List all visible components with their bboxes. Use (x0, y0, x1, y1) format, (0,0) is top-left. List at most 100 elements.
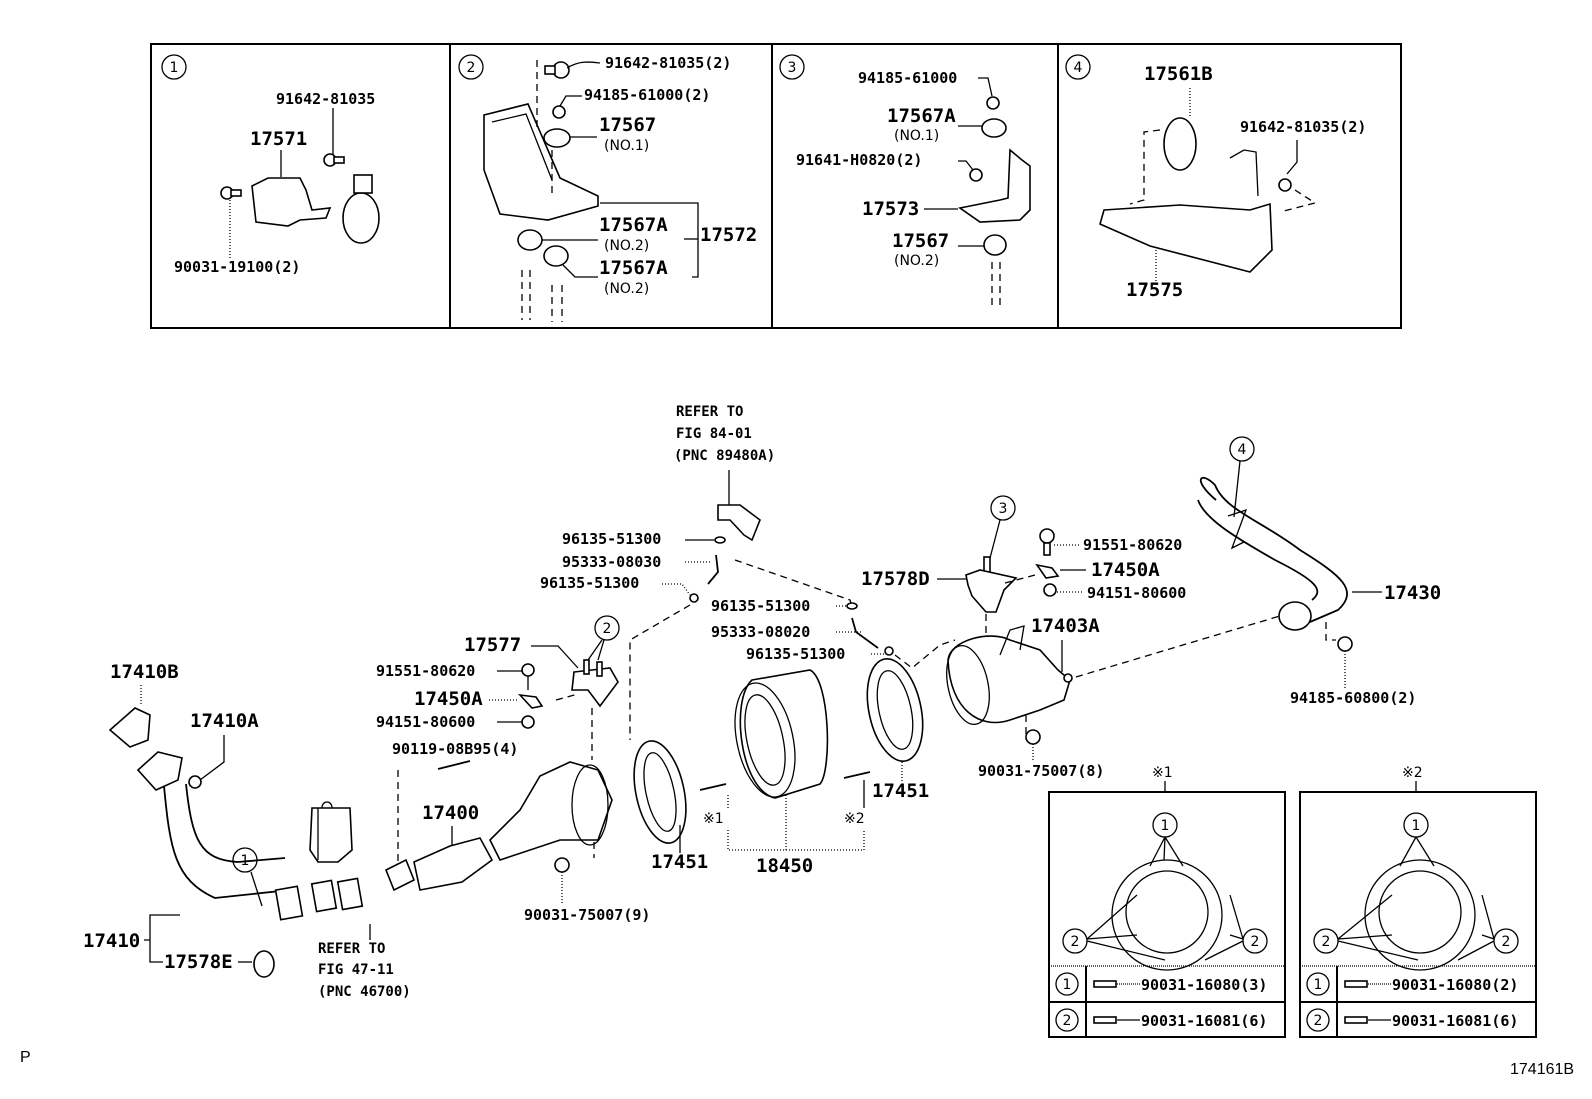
stud-part-number[interactable]: 90031-16081(6) (1141, 1012, 1267, 1030)
part-label[interactable]: 17451 (872, 780, 929, 802)
front-pipe-group: 17410B 17410A 1 17410 17578E (83, 661, 304, 978)
gasket-17451 (633, 740, 687, 844)
flange-outer (1364, 859, 1476, 971)
refer-line[interactable]: REFER TO (676, 404, 743, 420)
part-label[interactable]: 17578D (861, 568, 930, 590)
part-label[interactable]: 91641-H0820(2) (796, 151, 922, 169)
converter-flange (384, 858, 416, 892)
stud-icon (1093, 980, 1117, 988)
part-label[interactable]: 17410B (110, 661, 179, 683)
part-label[interactable]: 94185-61000(2) (584, 86, 710, 104)
part-label[interactable]: 90119-08B95(4) (392, 740, 518, 758)
part-label[interactable]: 17430 (1384, 582, 1441, 604)
part-label[interactable]: 91551-80620 (376, 662, 475, 680)
inset-number: 4 (1074, 60, 1083, 76)
callout-number: 2 (1502, 934, 1511, 950)
refer-line[interactable]: (PNC 46700) (318, 984, 411, 1000)
part-label[interactable]: 96135-51300 (711, 597, 810, 615)
cushion-icon (981, 118, 1007, 138)
clamp-icon (846, 602, 858, 610)
part-sublabel: (NO.1) (894, 128, 939, 144)
vsv-bracket-icon (717, 504, 761, 542)
part-label[interactable]: 94185-60800(2) (1290, 689, 1416, 707)
refer-note-bottom: REFER TO FIG 47-11 (PNC 46700) (309, 801, 411, 1000)
part-label[interactable]: 91551-80620 (1083, 536, 1182, 554)
detail-table-2: ※2 1 2 2 1 90031-16080(2) 2 90031-16081(… (1299, 765, 1537, 1038)
canister-icon (309, 807, 353, 863)
part-label[interactable]: 17577 (464, 634, 521, 656)
stud-icon (1093, 1016, 1117, 1024)
part-label[interactable]: 17567A (599, 257, 668, 279)
cushion-icon (543, 128, 571, 148)
part-label[interactable]: 18450 (756, 855, 813, 877)
part-label[interactable]: 17573 (862, 198, 919, 220)
refer-line[interactable]: REFER TO (318, 941, 385, 957)
part-label[interactable]: 17575 (1126, 279, 1183, 301)
part-label[interactable]: 17567A (599, 214, 668, 236)
part-label[interactable]: 17410 (83, 930, 140, 952)
part-label[interactable]: 17400 (422, 802, 479, 824)
stud-part-number[interactable]: 90031-16080(2) (1392, 976, 1518, 994)
part-label[interactable]: 90031-75007(9) (524, 906, 650, 924)
part-label[interactable]: 17572 (700, 224, 757, 246)
part-label[interactable]: 90031-75007(8) (978, 762, 1104, 780)
inset-number-circle (458, 54, 484, 80)
converter-group: 17400 90031-75007(9) (384, 761, 650, 924)
part-label[interactable]: 17451 (651, 851, 708, 873)
detail-table-1: ※1 1 2 2 1 90031-16080(3) 2 90031-16081(… (1048, 765, 1286, 1038)
callout-circle (594, 615, 620, 641)
part-label[interactable]: 17561B (1144, 63, 1213, 85)
part-label[interactable]: 95333-08020 (711, 623, 810, 641)
bolt-icon (521, 663, 535, 677)
part-label[interactable]: 96135-51300 (540, 574, 639, 592)
cushion-icon (517, 229, 543, 251)
part-label[interactable]: 17571 (250, 128, 307, 150)
part-label[interactable]: 17567A (887, 105, 956, 127)
part-label[interactable]: 17578E (164, 951, 233, 973)
callout-circle (232, 847, 258, 873)
nut-icon (1043, 583, 1057, 597)
part-label[interactable]: 94151-80600 (376, 713, 475, 731)
cushion-icon (983, 234, 1007, 256)
part-label[interactable]: 17567 (892, 230, 949, 252)
tail-muffler-17403A (947, 635, 1071, 724)
rubber-hanger-icon (1163, 117, 1197, 171)
bracket-17578D (965, 569, 1018, 613)
part-label[interactable]: 91642-81035 (276, 90, 375, 108)
part-label[interactable]: 94185-61000 (858, 69, 957, 87)
inset-panels (150, 43, 1402, 329)
part-label[interactable]: 96135-51300 (562, 530, 661, 548)
mark-label: ※1 (703, 811, 724, 827)
stud-part-number[interactable]: 90031-16080(3) (1141, 976, 1267, 994)
detail-mark: ※2 (1402, 765, 1423, 781)
part-label[interactable]: 91642-81035(2) (1240, 118, 1366, 136)
stay-icon (1035, 563, 1060, 579)
part-label[interactable]: 95333-08030 (562, 553, 661, 571)
gasket-17451 (866, 658, 924, 762)
part-label[interactable]: 94151-80600 (1087, 584, 1186, 602)
callout-number: 3 (999, 501, 1008, 517)
clamp-icon (884, 646, 894, 656)
part-label[interactable]: 17450A (1091, 559, 1160, 581)
nut-icon (554, 857, 570, 873)
callout-number: 1 (1161, 818, 1170, 834)
refer-line[interactable]: (PNC 89480A) (674, 448, 775, 464)
nut-icon (1025, 729, 1041, 745)
inset-frame (150, 43, 1402, 329)
detail-mark: ※1 (1152, 765, 1173, 781)
part-label[interactable]: 17567 (599, 114, 656, 136)
inset-number-circle (161, 54, 187, 80)
callout-number: 2 (603, 621, 612, 637)
part-label[interactable]: 96135-51300 (746, 645, 845, 663)
part-label[interactable]: 17410A (190, 710, 259, 732)
callout-circle (990, 495, 1016, 521)
refer-line[interactable]: FIG 47-11 (318, 962, 394, 978)
part-label[interactable]: 17450A (414, 688, 483, 710)
refer-line[interactable]: FIG 84-01 (676, 426, 752, 442)
part-label[interactable]: 90031-19100(2) (174, 258, 300, 276)
part-label[interactable]: 17403A (1031, 615, 1100, 637)
nut-icon (521, 715, 535, 729)
part-label[interactable]: 91642-81035(2) (605, 54, 731, 72)
stud-part-number[interactable]: 90031-16081(6) (1392, 1012, 1518, 1030)
callout-number: 1 (1412, 818, 1421, 834)
